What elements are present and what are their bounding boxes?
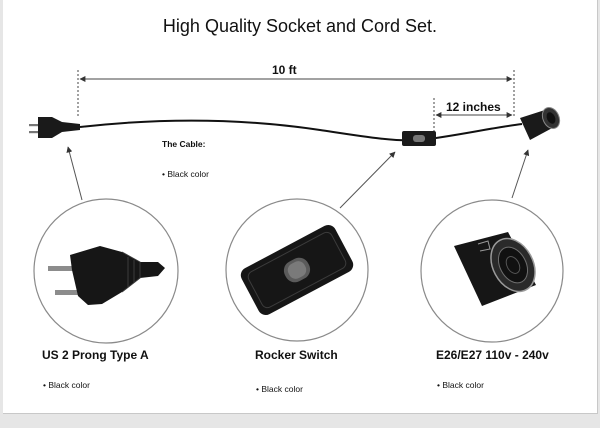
plug-small-icon: [29, 117, 80, 138]
socket-small-icon: [520, 106, 561, 140]
plug-icon: [48, 246, 165, 305]
dimension-10ft: [77, 70, 515, 118]
cable-color-note: • Black color: [162, 169, 209, 179]
part-note-switch: • Black color: [256, 384, 303, 394]
length-socket-label: 12 inches: [446, 100, 501, 114]
diagram-title: High Quality Socket and Cord Set.: [162, 16, 438, 36]
cable-line: [79, 119, 523, 142]
socket-icon: [454, 232, 536, 306]
dimension-12in: [433, 98, 513, 140]
cable-heading: The Cable:: [162, 139, 206, 149]
part-note-plug: • Black color: [43, 380, 90, 390]
length-total-label: 10 ft: [272, 63, 297, 77]
switch-small-icon: [402, 131, 436, 146]
part-label-plug: US 2 Prong Type A: [42, 348, 149, 362]
pointer-lines: [66, 146, 530, 209]
part-note-socket: • Black color: [437, 380, 484, 390]
part-label-switch: Rocker Switch: [255, 348, 338, 362]
rocker-switch-icon: [240, 224, 354, 316]
part-label-socket: E26/E27 110v - 240v: [436, 348, 549, 362]
